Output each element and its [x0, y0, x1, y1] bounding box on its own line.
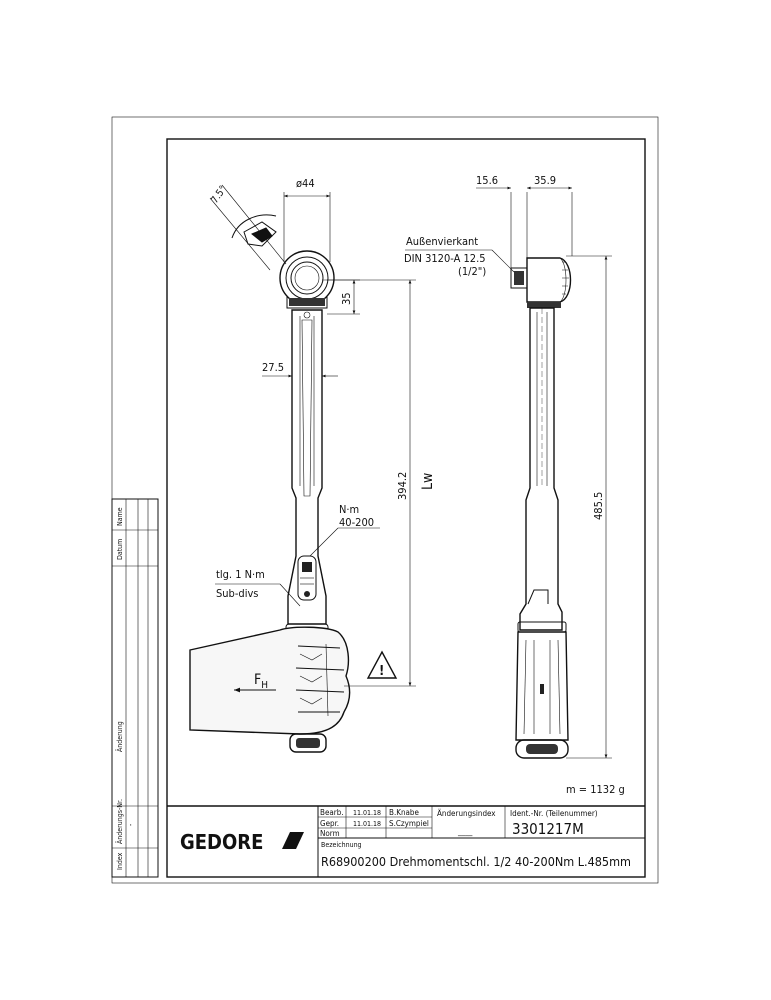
change-index-label: Änderungsindex	[437, 808, 496, 818]
drive-standard: DIN 3120-A 12.5	[404, 252, 486, 265]
date-gepr: 11.01.18	[353, 820, 381, 828]
description-text: R68900200 Drehmomentschl. 1/2 40-200Nm L…	[321, 854, 631, 869]
angle-indicator: 7.5°	[209, 184, 287, 271]
revision-dash: -	[127, 824, 135, 826]
role-gepr: Gepr.	[320, 819, 339, 828]
revision-header-change-no: Änderungs-Nr.	[115, 799, 124, 844]
mass-label: m = 1132 g	[566, 783, 625, 796]
overall-length-label: 485.5	[592, 492, 605, 520]
warning-icon: !	[366, 650, 398, 679]
lw-symbol: Lw	[420, 473, 436, 490]
scale-window	[297, 555, 317, 601]
scale-range-label: 40-200	[339, 516, 374, 529]
subdivs-label: Sub-divs	[216, 587, 258, 600]
force-label: FH	[254, 672, 268, 691]
head-offset-label: 35	[340, 292, 353, 305]
role-norm: Norm	[320, 829, 340, 838]
revision-header-index: Index	[116, 852, 124, 870]
head-diameter-label: ø44	[296, 177, 315, 190]
lw-length-label: 394.2	[396, 472, 409, 500]
change-index-value: ____	[457, 827, 473, 836]
revision-header-name: Name	[116, 507, 124, 526]
drawing-frame	[166, 138, 646, 878]
gedore-logo: GEDORE	[180, 830, 304, 854]
date-bearb: 11.01.18	[353, 809, 381, 817]
hand-illustration	[189, 626, 351, 735]
description-label: Bezeichnung	[321, 841, 362, 849]
ident-label: Ident.-Nr. (Teilenummer)	[510, 809, 598, 818]
name-bearb: B.Knabe	[389, 808, 419, 817]
graduation-label: tlg. 1 N·m	[216, 568, 265, 581]
square-offset-label: 15.6	[476, 174, 498, 187]
role-bearb: Bearb.	[320, 808, 344, 817]
revision-header-change: Änderung	[115, 721, 124, 752]
title-block: GEDORE Bearb. 11.01.18 B.Knabe Gepr. 11.…	[167, 805, 645, 877]
revision-table: Name Datum Änderung Änderungs-Nr. - Inde…	[111, 498, 159, 878]
wrench-side-view: 15.6 35.9 Außenvierkant DIN 3120-A 12.5 …	[404, 174, 612, 759]
revision-header-date: Datum	[116, 539, 124, 560]
head-height-label: 35.9	[534, 174, 556, 187]
name-gepr: S.Czympiel	[389, 819, 429, 828]
wrench-front-view: 7.5° ø44 35 27.5	[189, 177, 436, 753]
outer-sheet-border	[111, 116, 659, 884]
ratchet-head-outer	[279, 250, 335, 306]
wrench-shaft	[287, 309, 327, 625]
handle-width-label: 27.5	[262, 361, 284, 374]
svg-text:!: !	[379, 664, 384, 679]
angle-label: 7.5°	[209, 184, 229, 206]
ident-number: 3301217M	[512, 820, 584, 838]
scale-unit-label: N·m	[339, 503, 359, 516]
svg-text:GEDORE: GEDORE	[180, 830, 263, 854]
drive-title: Außenvierkant	[406, 235, 478, 248]
drive-size: (1/2")	[458, 265, 486, 278]
